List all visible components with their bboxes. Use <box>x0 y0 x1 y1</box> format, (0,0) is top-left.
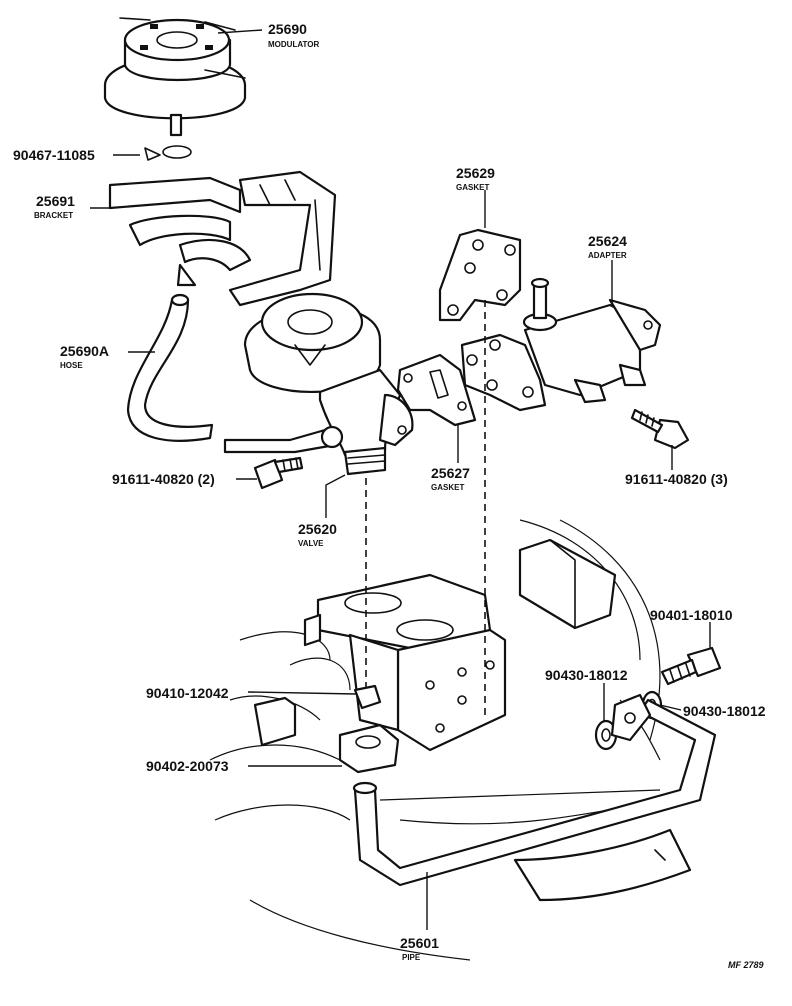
part-number: 90430-18012 <box>545 667 628 683</box>
clip-part <box>144 145 192 161</box>
modulator-part <box>103 17 247 137</box>
part-name: MODULATOR <box>268 40 319 49</box>
callout-nut: 90402-20073 <box>146 758 229 774</box>
egr-valve-part <box>223 292 414 476</box>
part-number: 25690A <box>60 343 109 359</box>
part-name: BRACKET <box>34 211 73 220</box>
part-name: VALVE <box>298 539 324 548</box>
callout-washer-left: 90430-18012 <box>545 667 628 683</box>
part-number: 25690 <box>268 21 307 37</box>
callout-gasket-lower: 25627 GASKET <box>431 465 470 492</box>
callout-pipe: 25601 PIPE <box>400 935 439 962</box>
part-number: 25624 <box>588 233 627 249</box>
part-name: PIPE <box>402 953 421 962</box>
callout-bracket: 25691 BRACKET <box>34 193 75 220</box>
part-number: 90430-18012 <box>683 703 766 719</box>
callout-union-bolt: 90401-18010 <box>650 607 733 623</box>
callout-modulator: 25690 MODULATOR <box>268 21 319 49</box>
part-name: ADAPTER <box>588 251 627 260</box>
part-number: 25691 <box>36 193 75 209</box>
part-number: 25601 <box>400 935 439 951</box>
bracket-part <box>108 170 337 307</box>
gasket-lower-part <box>396 353 477 427</box>
callout-hose: 25690A HOSE <box>60 343 109 370</box>
callout-washer-right: 90430-18012 <box>683 703 766 719</box>
callout-clip: 90467-11085 <box>13 147 95 163</box>
callout-plug: 90410-12042 <box>146 685 229 701</box>
part-number: 25620 <box>298 521 337 537</box>
callout-adapter: 25624 ADAPTER <box>588 233 627 260</box>
callout-valve: 25620 VALVE <box>298 521 337 548</box>
part-number: 90410-12042 <box>146 685 229 701</box>
part-name: GASKET <box>456 183 489 192</box>
hose-part <box>126 293 214 442</box>
callout-bolt-left: 91611-40820 (2) <box>112 471 215 487</box>
callout-bolt-right: 91611-40820 (3) <box>625 471 728 487</box>
alignment-lines <box>365 300 486 720</box>
adapter-part <box>460 277 662 412</box>
part-number: 90401-18010 <box>650 607 733 623</box>
part-number: 25627 <box>431 465 470 481</box>
bolt-left-part <box>253 456 304 490</box>
part-number: 91611-40820 (2) <box>112 471 215 487</box>
part-number: 25629 <box>456 165 495 181</box>
pipe-part <box>352 693 717 902</box>
part-number: 90402-20073 <box>146 758 229 774</box>
callout-gasket-upper: 25629 GASKET <box>456 165 495 192</box>
reference-code: MF 2789 <box>728 960 764 970</box>
union-bolt-part <box>660 646 722 686</box>
part-name: GASKET <box>431 483 464 492</box>
part-number: 91611-40820 (3) <box>625 471 728 487</box>
bolt-right-part <box>630 408 690 450</box>
nut-part <box>338 723 400 774</box>
gasket-upper-part <box>438 228 522 322</box>
leader-lines <box>90 29 711 930</box>
part-number: 90467-11085 <box>13 147 95 163</box>
part-name: HOSE <box>60 361 83 370</box>
plug-part <box>353 684 382 710</box>
manifold-block-part <box>253 538 617 752</box>
